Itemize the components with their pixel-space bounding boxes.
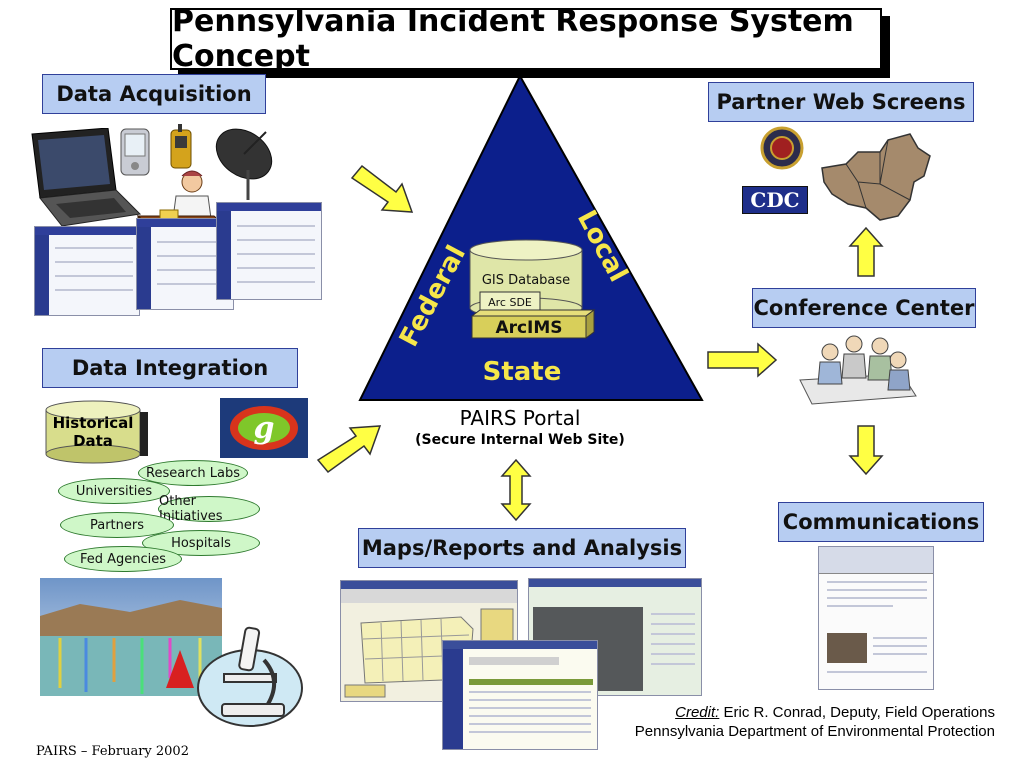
pda-icon — [120, 128, 150, 176]
pairs-triangle-diagram: Federal Local GIS Database Arc SDE ArcIM… — [358, 73, 704, 401]
data-acquisition-box: Data Acquisition — [42, 74, 266, 114]
data-integration-box: Data Integration — [42, 348, 298, 388]
historical-data-label-line1: Historical — [52, 414, 134, 432]
cdc-logo-text: CDC — [750, 188, 800, 212]
arrow-conference-to-communications — [848, 425, 884, 476]
report-table-screenshot — [442, 640, 598, 750]
state-label: State — [483, 357, 562, 387]
arc-sde-label: Arc SDE — [488, 296, 532, 309]
microscope-icon — [197, 626, 303, 727]
portal-name: PAIRS Portal — [459, 406, 581, 430]
communications-web-page — [818, 546, 934, 690]
cdc-logo: CDC — [742, 186, 808, 214]
g-logo-icon: g — [220, 398, 308, 458]
communications-box: Communications — [778, 502, 984, 542]
conference-center-box: Conference Center — [752, 288, 976, 328]
svg-text:g: g — [254, 411, 275, 446]
gps-device-icon — [170, 124, 192, 169]
partner-ellipse-fed-agencies: Fed Agencies — [64, 546, 182, 572]
gis-database-label: GIS Database — [482, 273, 570, 288]
diagram-title: Pennsylvania Incident Response System Co… — [170, 4, 882, 74]
acquisition-screenshot-1 — [34, 226, 140, 316]
portal-subtitle: (Secure Internal Web Site) — [415, 432, 625, 448]
arrow-integration-to-portal — [316, 425, 382, 474]
credit-line2: Pennsylvania Department of Environmental… — [634, 723, 995, 740]
arcims-block — [470, 309, 596, 339]
acquisition-screenshot-3 — [216, 202, 322, 300]
footer-date: PAIRS – February 2002 — [36, 744, 189, 759]
credit-line1: Eric R. Conrad, Deputy, Field Operations — [723, 704, 995, 721]
laptop-icon — [31, 128, 142, 227]
conference-meeting-icon — [799, 335, 917, 405]
satellite-dish-icon — [215, 128, 273, 200]
arrow-portal-to-conference — [707, 342, 778, 378]
partner-web-screens-box: Partner Web Screens — [708, 82, 974, 122]
credit-text: Credit: Eric R. Conrad, Deputy, Field Op… — [631, 702, 998, 742]
arrow-acquisition-to-portal — [350, 164, 414, 213]
historical-data-cylinder — [45, 400, 148, 464]
arcims-label: ArcIMS — [495, 318, 562, 338]
historical-data-label-line2: Data — [73, 432, 113, 450]
credit-label: Credit: — [675, 704, 720, 721]
arrow-portal-maps-double — [500, 458, 532, 522]
triangle-shape — [358, 73, 704, 401]
partner-ellipse-universities: Universities — [58, 478, 170, 504]
region-map-image — [821, 133, 931, 221]
partner-ellipse-other-initiatives: Other Initiatives — [158, 494, 260, 524]
arrow-conference-to-partners — [848, 226, 884, 277]
maps-reports-box: Maps/Reports and Analysis — [358, 528, 686, 568]
fbi-seal-icon — [760, 126, 804, 170]
partner-ellipse-partners: Partners — [60, 512, 174, 538]
terrain-3d-image — [40, 578, 222, 696]
